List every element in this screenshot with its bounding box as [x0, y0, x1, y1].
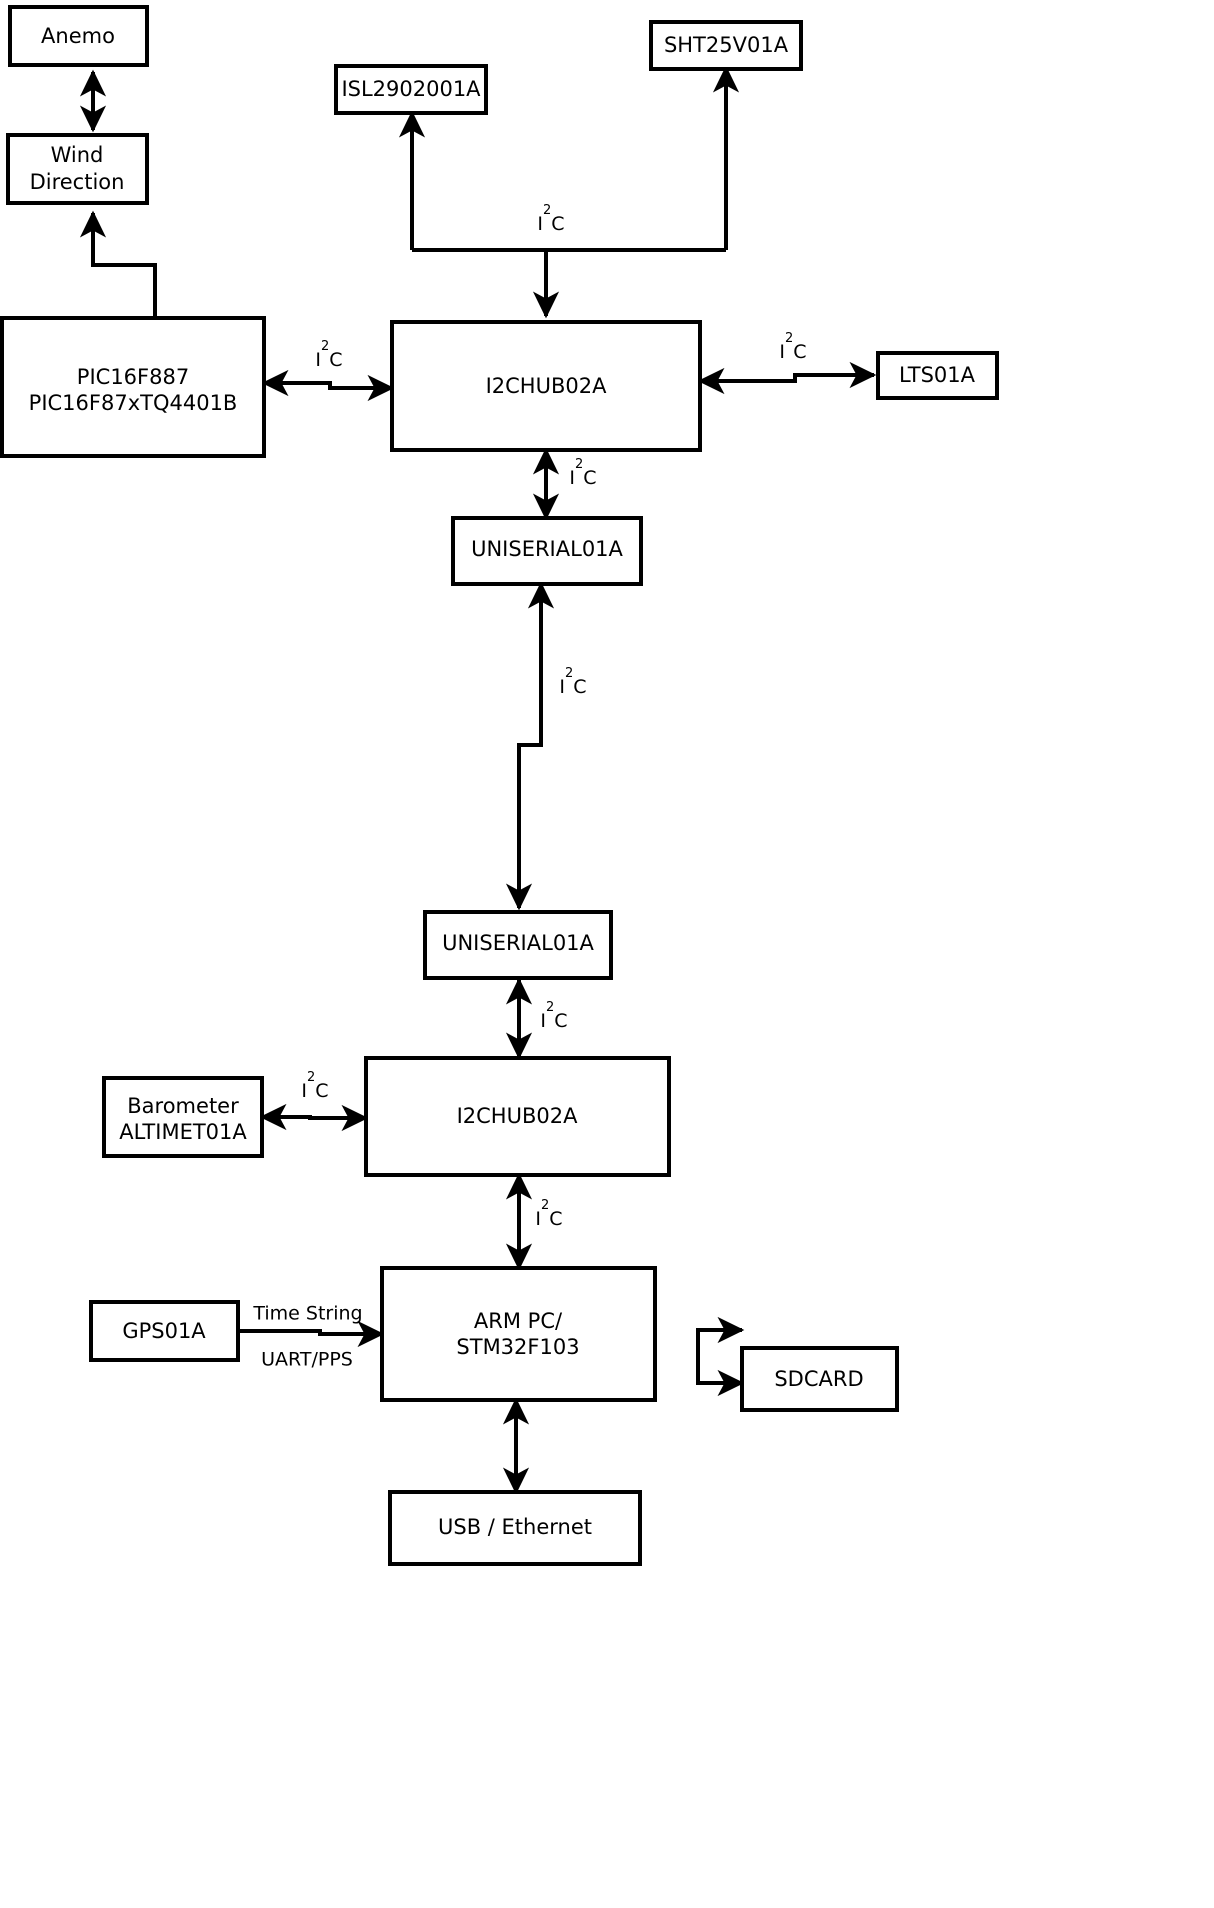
node-barometer[interactable]: Barometer ALTIMET01A [102, 1076, 264, 1158]
node-isl2902001a-label: ISL2902001A [341, 77, 481, 101]
edge-pic-wind [79, 210, 157, 318]
node-pic16f887[interactable]: PIC16F887 PIC16F87xTQ4401B [0, 316, 266, 458]
edge-hub-lts [697, 361, 877, 395]
node-isl2902001a[interactable]: ISL2902001A [334, 64, 488, 115]
edge-pic-hub [261, 369, 395, 402]
node-gps01a-label: GPS01A [122, 1319, 206, 1343]
node-anemo[interactable]: Anemo [8, 5, 149, 67]
edge-uniserial-link [505, 652, 543, 911]
node-anemo-label: Anemo [41, 24, 115, 48]
node-pic16f887-label-1: PIC16F887 [77, 365, 189, 389]
edge-barometer-hub [259, 1103, 369, 1132]
node-sht25v01a[interactable]: SHT25V01A [649, 20, 803, 71]
edge-label-i2c-uniserial-link: I2C [559, 666, 586, 698]
edge-label-i2c-hub-lts: I2C [779, 331, 806, 363]
node-i2chub02a-top[interactable]: I2CHUB02A [390, 320, 702, 452]
node-barometer-label-2: ALTIMET01A [119, 1120, 247, 1144]
node-sht25v01a-label: SHT25V01A [664, 33, 789, 57]
edge-label-i2c-uniserial-hub2: I2C [540, 1000, 567, 1032]
node-arm-pc[interactable]: ARM PC/ STM32F103 [380, 1266, 657, 1402]
edge-label-i2c-hub-uniserial: I2C [569, 457, 596, 489]
node-usb-ethernet-label: USB / Ethernet [438, 1515, 592, 1539]
node-uniserial01a-bottom-label: UNISERIAL01A [442, 931, 594, 955]
node-i2chub02a-bottom[interactable]: I2CHUB02A [364, 1056, 671, 1177]
node-lts01a[interactable]: LTS01A [876, 351, 999, 400]
edge-label-time-string: Time String [252, 1303, 362, 1325]
node-wind-direction-label-1: Wind [51, 143, 104, 167]
node-pic16f887-label-2: PIC16F87xTQ4401B [29, 391, 238, 415]
node-sdcard[interactable]: SDCARD [740, 1346, 899, 1412]
node-arm-pc-label-2: STM32F103 [456, 1335, 579, 1359]
node-i2chub02a-bottom-label: I2CHUB02A [457, 1104, 579, 1128]
edge-label-i2c-top-bus: I2C [537, 203, 564, 235]
edge-label-i2c-pic-hub: I2C [315, 339, 342, 371]
node-barometer-label-1: Barometer [127, 1094, 239, 1118]
node-uniserial01a-top-label: UNISERIAL01A [471, 537, 623, 561]
edge-label-i2c-hub2-arm: I2C [535, 1198, 562, 1230]
node-wind-direction-label-2: Direction [30, 170, 125, 194]
node-arm-pc-label-1: ARM PC/ [474, 1309, 563, 1333]
node-gps01a[interactable]: GPS01A [89, 1300, 240, 1362]
edge-label-i2c-barometer-hub2: I2C [301, 1070, 328, 1102]
edge-label-uart-pps: UART/PPS [261, 1349, 353, 1371]
edge-sdcard-to-arm [696, 1316, 745, 1397]
node-i2chub02a-top-label: I2CHUB02A [486, 374, 608, 398]
node-usb-ethernet[interactable]: USB / Ethernet [388, 1490, 642, 1566]
node-uniserial01a-bottom[interactable]: UNISERIAL01A [423, 910, 613, 980]
node-sdcard-label: SDCARD [774, 1367, 863, 1391]
node-lts01a-label: LTS01A [899, 363, 976, 387]
edge-gps-arm [237, 1320, 385, 1348]
node-uniserial01a-top[interactable]: UNISERIAL01A [451, 516, 643, 586]
node-wind-direction[interactable]: Wind Direction [6, 133, 149, 205]
